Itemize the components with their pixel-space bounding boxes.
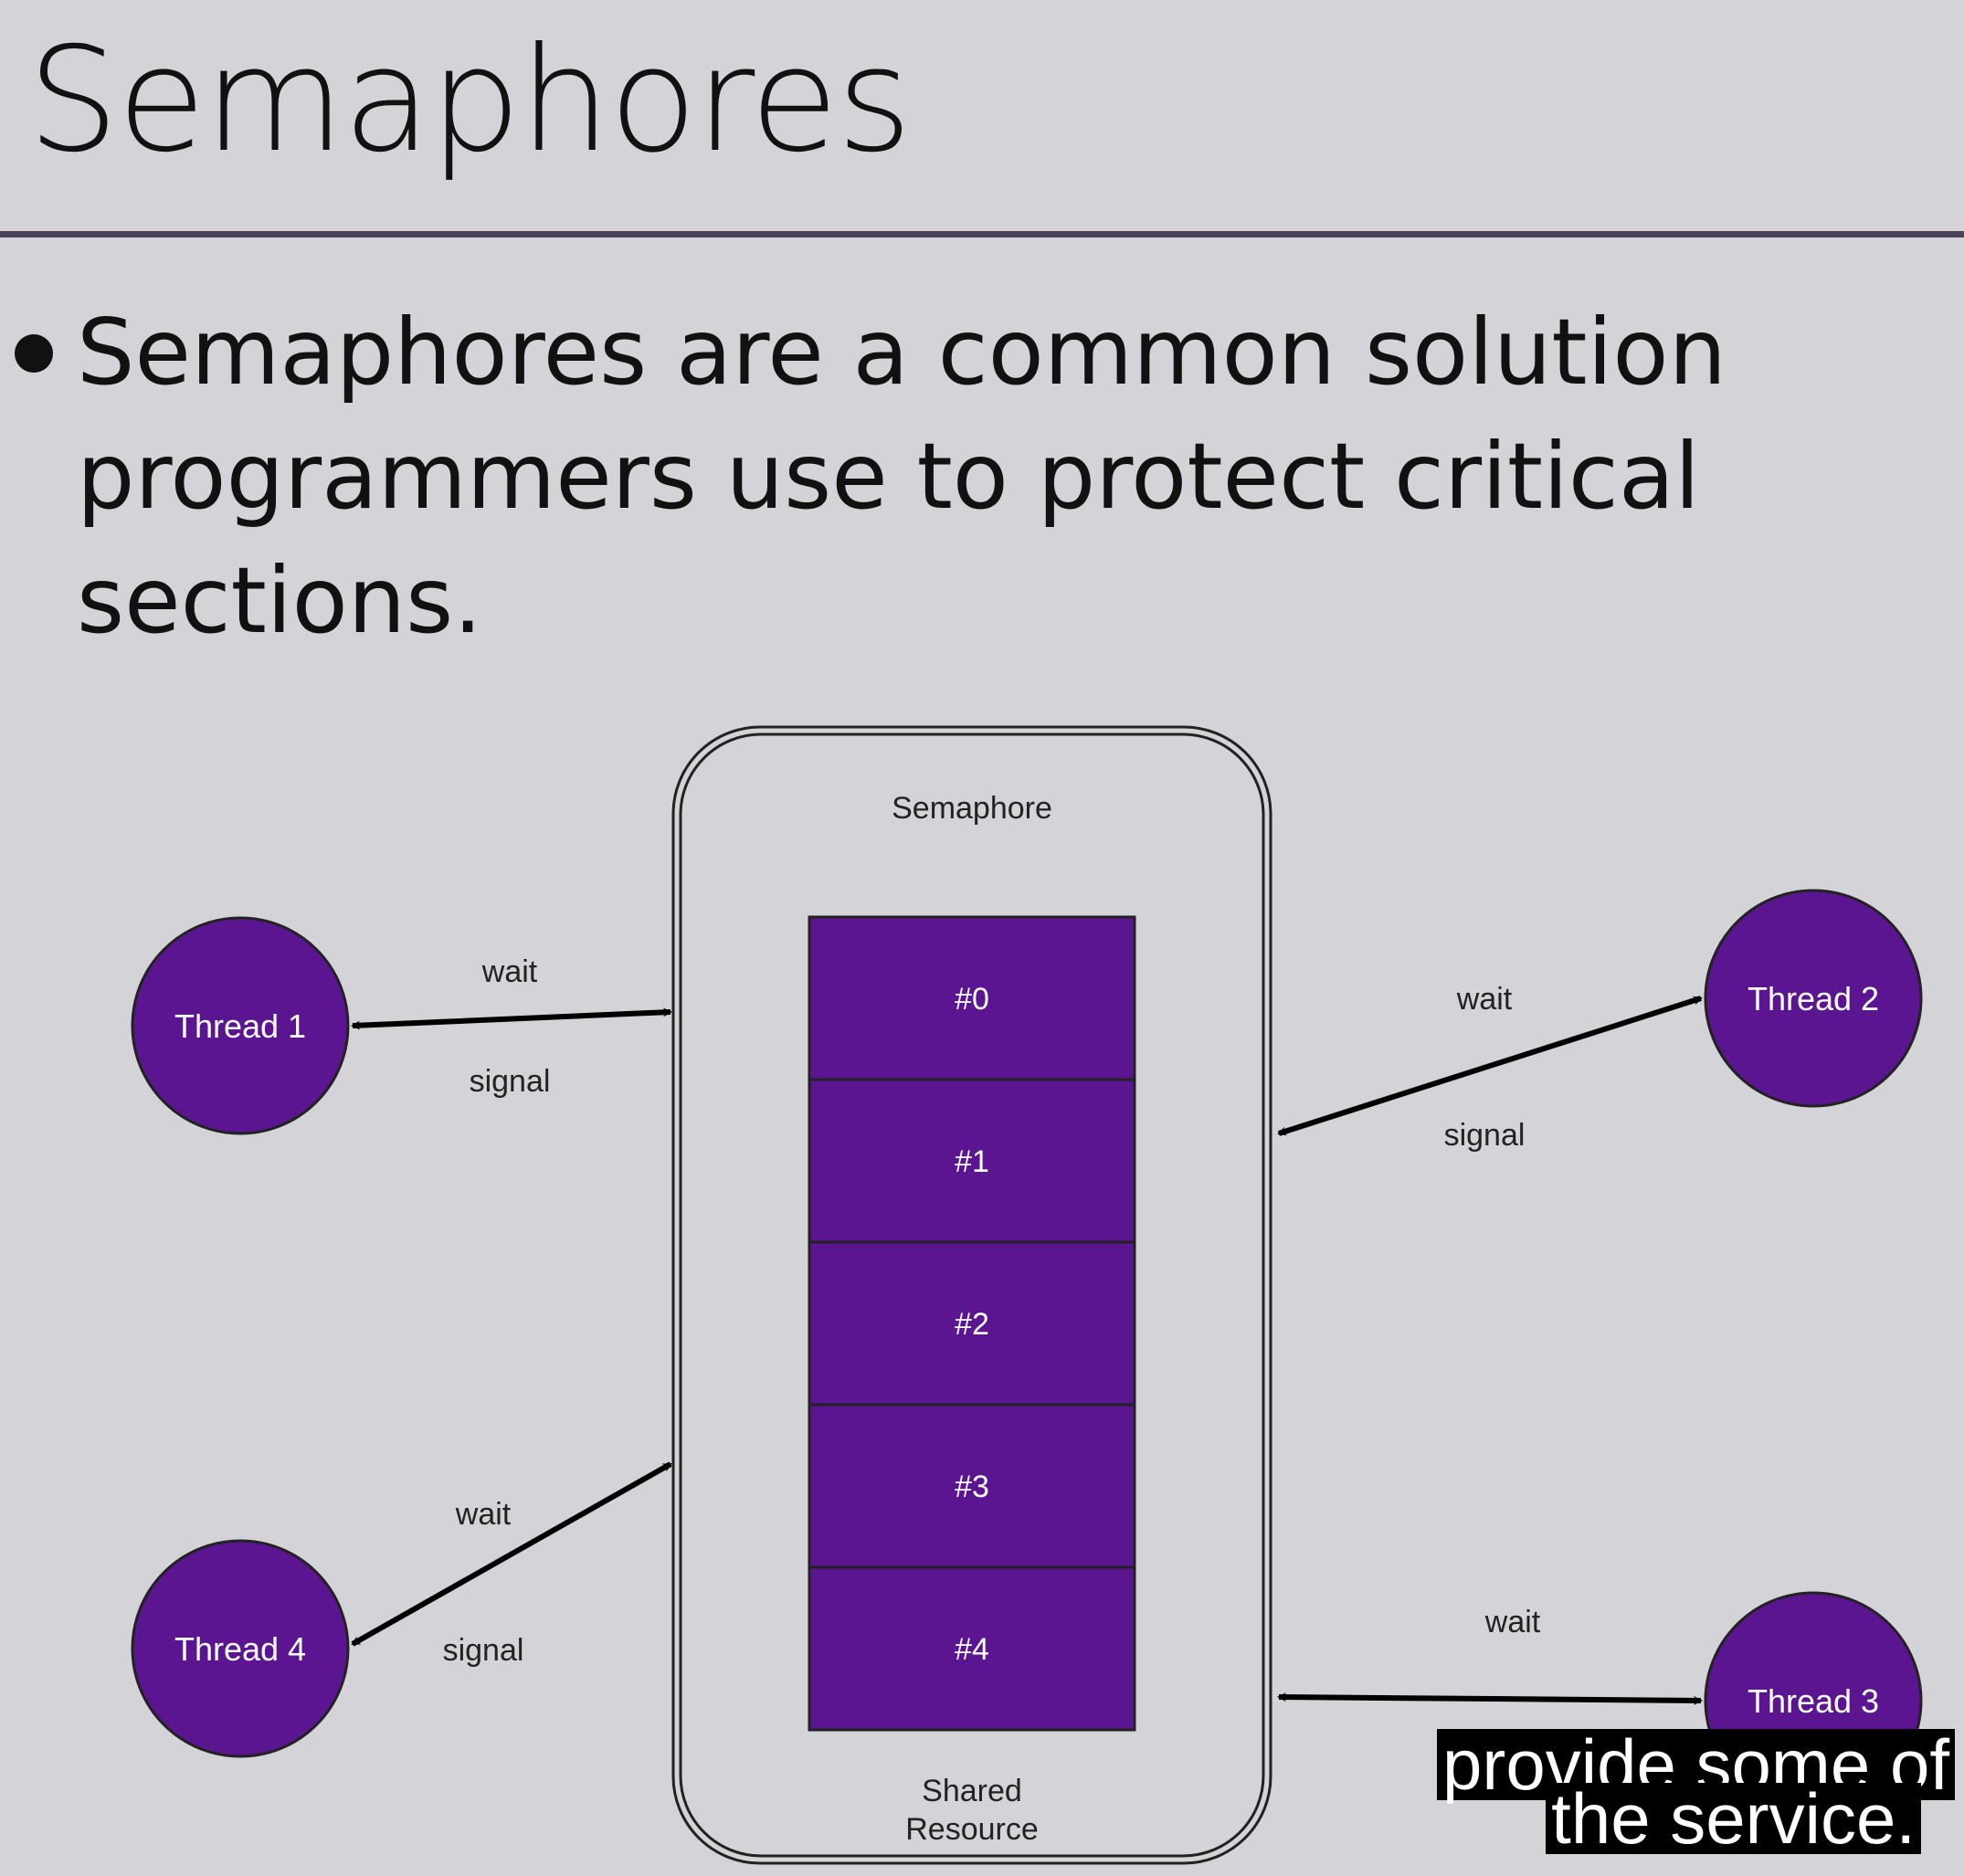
thread-3-wait-label: wait bbox=[1484, 1605, 1541, 1639]
bullet-text: Semaphores are a common solution program… bbox=[77, 299, 1726, 654]
thread-1-wait-label: wait bbox=[481, 954, 538, 989]
thread-2-label: Thread 2 bbox=[1748, 980, 1879, 1017]
slot-0-label: #0 bbox=[955, 982, 989, 1017]
resource-slots: #0 #1 #2 #3 #4 bbox=[808, 915, 1136, 1732]
slot-2 bbox=[808, 1240, 1136, 1407]
thread-1-signal-label: signal bbox=[470, 1064, 551, 1099]
thread-2: Thread 2 bbox=[1704, 889, 1923, 1108]
thread-1: Thread 1 bbox=[131, 916, 350, 1135]
slot-3-label: #3 bbox=[955, 1470, 989, 1504]
thread-3-label: Thread 3 bbox=[1748, 1682, 1879, 1720]
slot-4 bbox=[808, 1565, 1136, 1732]
arrow-thread-3 bbox=[1277, 1692, 1703, 1705]
resource-label-line1: Shared bbox=[922, 1774, 1022, 1808]
thread-4-label: Thread 4 bbox=[174, 1630, 306, 1668]
title-divider bbox=[0, 231, 1964, 237]
thread-4-wait-label: wait bbox=[455, 1497, 512, 1532]
thread-2-wait-label: wait bbox=[1456, 982, 1513, 1017]
thread-1-node bbox=[131, 916, 350, 1135]
thread-4-signal-label: signal bbox=[443, 1633, 524, 1668]
arrow-thread-1 bbox=[351, 1007, 672, 1030]
slide-title: Semaphores bbox=[27, 16, 912, 184]
bullet-dot bbox=[15, 334, 53, 373]
thread-1-label: Thread 1 bbox=[174, 1007, 306, 1045]
thread-4: Thread 4 bbox=[131, 1539, 350, 1758]
resource-label-line2: Resource bbox=[905, 1812, 1039, 1847]
thread-4-node bbox=[131, 1539, 350, 1758]
subtitle-caption-line2: the service. bbox=[1546, 1783, 1921, 1854]
slot-0 bbox=[808, 915, 1136, 1081]
arrow-thread-4 bbox=[351, 1461, 672, 1647]
thread-2-signal-label: signal bbox=[1444, 1118, 1526, 1153]
slot-4-label: #4 bbox=[955, 1632, 989, 1667]
slot-3 bbox=[808, 1403, 1136, 1569]
thread-2-node bbox=[1704, 889, 1923, 1108]
semaphore-container bbox=[671, 725, 1272, 1865]
slot-1-label: #1 bbox=[955, 1144, 989, 1179]
semaphore-container-inner bbox=[679, 732, 1265, 1858]
arrow-thread-2 bbox=[1277, 996, 1703, 1136]
slot-2-label: #2 bbox=[955, 1307, 989, 1342]
semaphore-label: Semaphore bbox=[892, 791, 1052, 826]
